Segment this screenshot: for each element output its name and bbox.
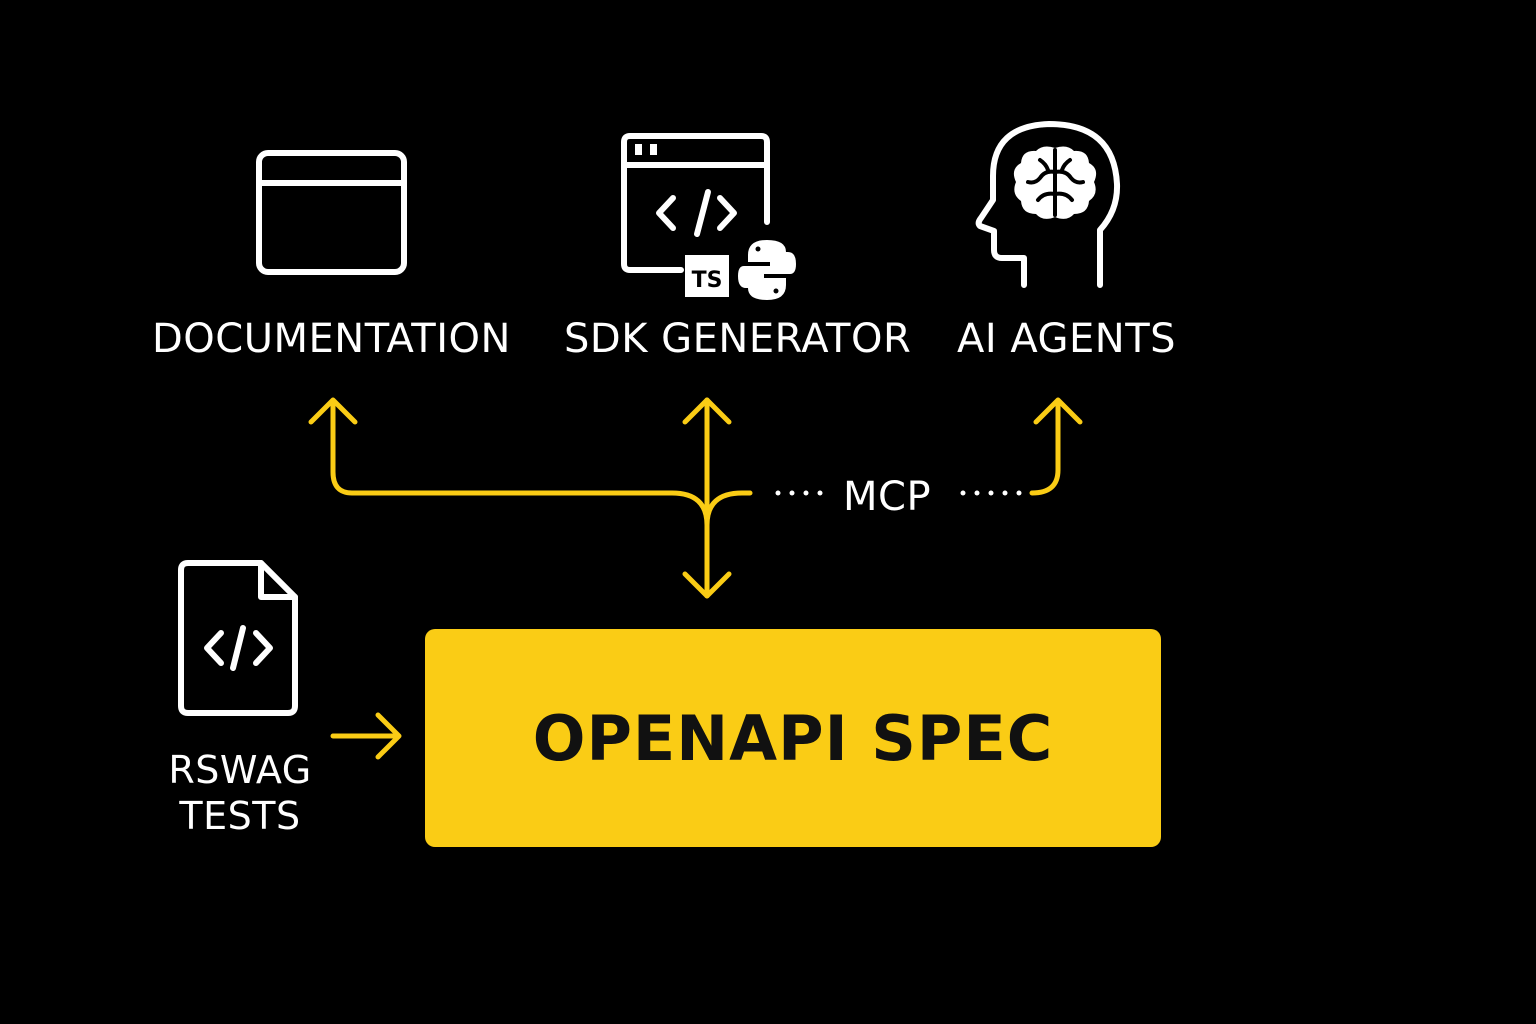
code-window-icon bbox=[621, 133, 770, 273]
code-file-icon bbox=[178, 560, 298, 716]
python-logo-icon bbox=[738, 240, 796, 300]
mcp-label: MCP bbox=[843, 474, 932, 520]
arrowhead-documentation bbox=[308, 397, 358, 425]
connector-spec-to-mcp bbox=[704, 490, 753, 528]
rswag-tests-label: RSWAG TESTS bbox=[168, 748, 312, 838]
typescript-badge-text: TS bbox=[692, 268, 723, 293]
head-brain-icon bbox=[975, 121, 1121, 288]
arrowhead-spec-down bbox=[682, 571, 732, 599]
openapi-spec-label: OPENAPI SPEC bbox=[532, 701, 1054, 775]
arrowhead-rswag bbox=[375, 712, 402, 760]
arrowhead-sdk-up bbox=[682, 397, 732, 425]
documentation-label: DOCUMENTATION bbox=[152, 316, 511, 362]
connector-spec-to-documentation bbox=[330, 399, 710, 528]
connector-mcp-to-ai-agents bbox=[1029, 399, 1061, 496]
arrowhead-ai-agents bbox=[1033, 397, 1083, 425]
mcp-dotted-connector bbox=[775, 490, 1022, 496]
browser-window-icon bbox=[256, 150, 407, 275]
window-dots-icon bbox=[635, 144, 657, 155]
sdk-generator-label: SDK GENERATOR bbox=[564, 316, 912, 362]
ai-agents-label: AI AGENTS bbox=[957, 316, 1177, 362]
typescript-badge-icon: TS bbox=[685, 255, 729, 297]
openapi-spec-box: OPENAPI SPEC bbox=[425, 629, 1161, 847]
